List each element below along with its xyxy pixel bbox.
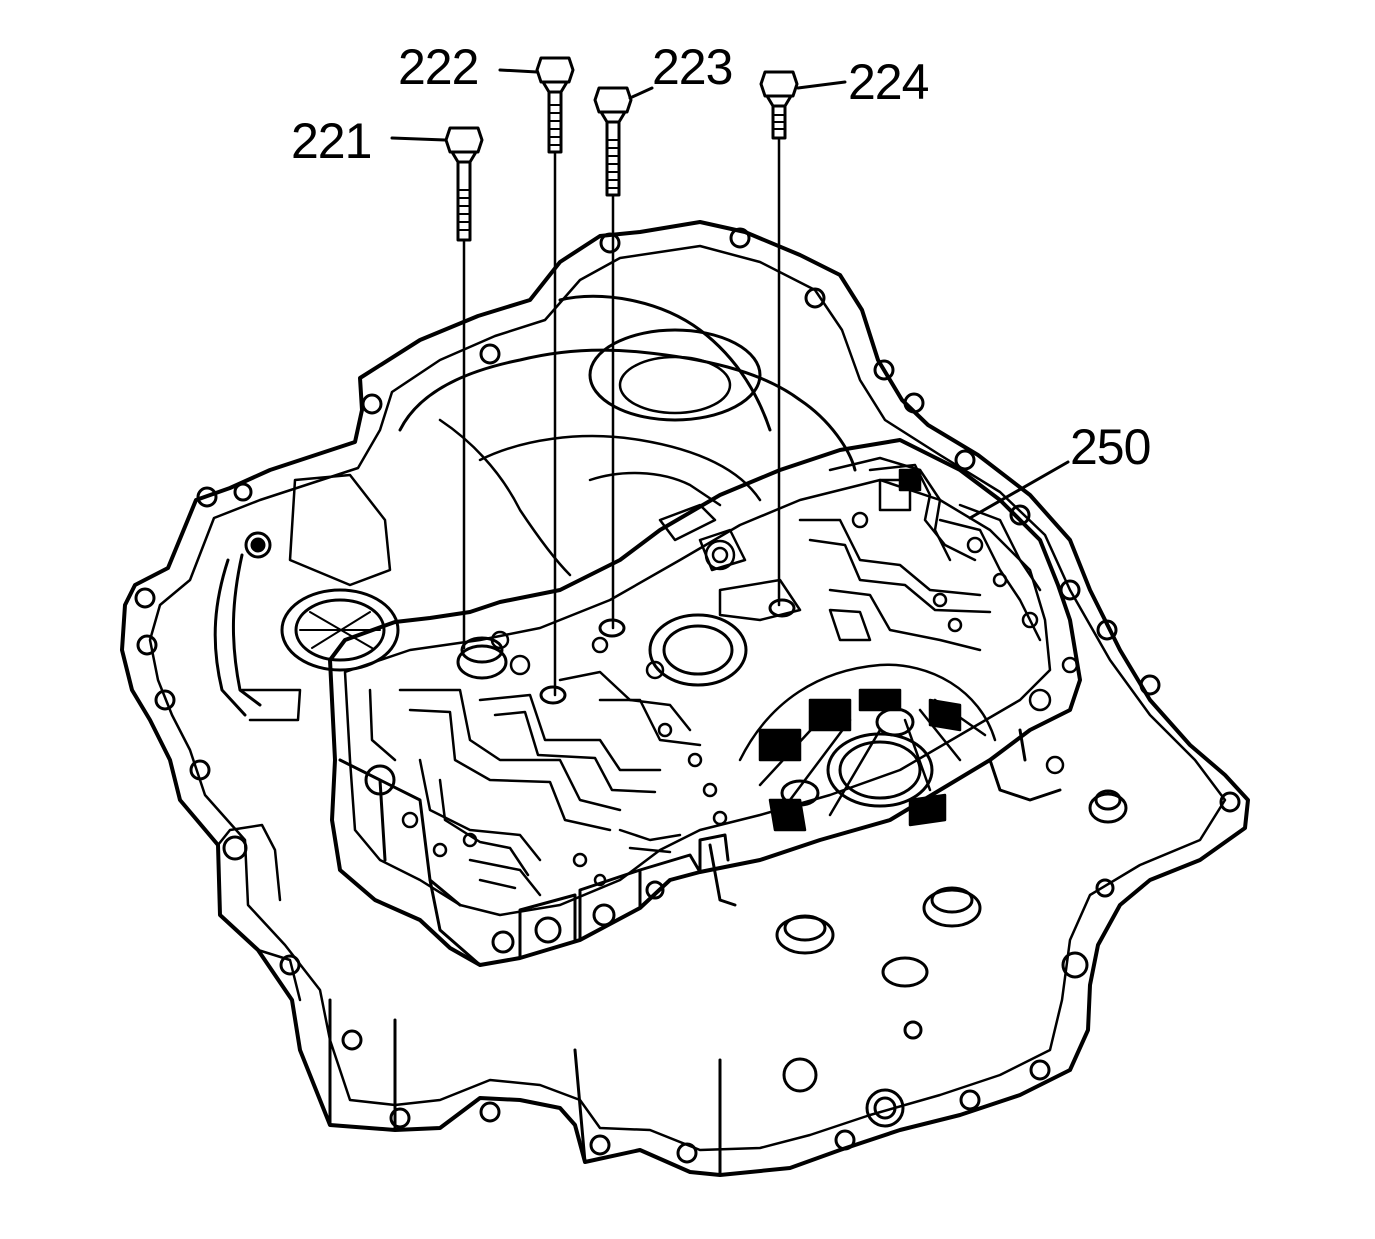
callout-224: 224 [848,54,929,110]
bolt-224 [759,70,799,607]
callout-250: 250 [1070,419,1151,475]
bolt-222 [535,56,575,697]
callout-223: 223 [652,39,733,95]
callout-leaders [390,68,1070,520]
bolt-223 [593,86,633,630]
callout-222: 222 [398,39,479,95]
bolt-221 [444,126,484,650]
valve-body [328,438,1082,967]
transmission-case [120,220,1250,1177]
callout-221: 221 [291,113,372,169]
